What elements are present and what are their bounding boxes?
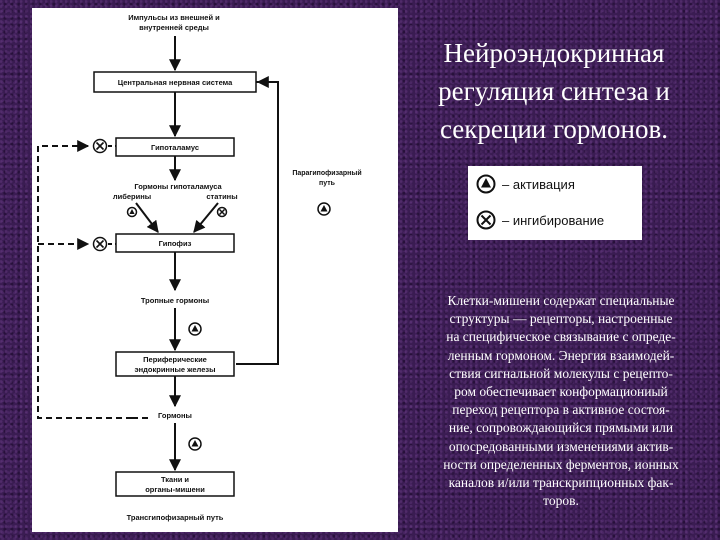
arrow-statins-pituitary bbox=[193, 202, 219, 233]
legend-inhibition-label: – ингибирование bbox=[502, 212, 605, 228]
body-line: ние, сопровождающийся прямыми или bbox=[448, 420, 674, 436]
diagram-panel: Импульсы из внешней и внутренней среды Ц… bbox=[32, 8, 398, 532]
body-line: на специфическое связывание с опреде- bbox=[446, 329, 676, 345]
statins-label: статины bbox=[206, 192, 237, 201]
legend: – активация – ингибирование bbox=[468, 166, 642, 240]
title-line-1: Нейроэндокринная bbox=[443, 38, 665, 68]
body-line: каналов и/или транскрипционных фак- bbox=[448, 475, 674, 491]
cns-label: Центральная нервная система bbox=[118, 78, 233, 87]
peripheral-glands-box bbox=[115, 351, 235, 377]
regulation-diagram: Импульсы из внешней и внутренней среды Ц… bbox=[37, 13, 362, 522]
body-line: ности определенных ферментов, ионных bbox=[443, 456, 679, 472]
parapituitary-activation-icon bbox=[317, 202, 331, 216]
tropic-activation-icon bbox=[188, 322, 202, 336]
feedback-dashed-to-hypothalamus bbox=[37, 140, 132, 419]
parapituitary-label-line-1: Парагипофизарный bbox=[292, 169, 361, 177]
hypothalamus-label: Гипоталамус bbox=[151, 143, 199, 152]
parapituitary-label-line-2: путь bbox=[319, 180, 336, 187]
body-line: торов. bbox=[543, 493, 579, 509]
hormones-activation-icon bbox=[188, 437, 202, 451]
title-line-3: секреции гормонов. bbox=[439, 114, 669, 144]
statin-inhibition-icon bbox=[216, 206, 228, 218]
arrow-liberins-pituitary bbox=[135, 202, 159, 233]
feedback-line-cns-right bbox=[236, 76, 279, 365]
body-line: ствия сигнальной молекулы с рецепто- bbox=[449, 365, 673, 381]
input-label-line-1: Импульсы из внешней и bbox=[128, 13, 220, 22]
body-line: ром обеспечивает конформациониый bbox=[454, 384, 668, 400]
tropic-hormones-label: Тропные гормоны bbox=[141, 296, 209, 305]
legend-inhibition: – ингибирование bbox=[476, 208, 604, 232]
hypothalamus-inhibition-icon bbox=[92, 138, 108, 154]
body-paragraph: Клетки-мишени содержат специальные струк… bbox=[418, 292, 704, 510]
peripheral-label-line-2: эндокринные железы bbox=[134, 365, 215, 374]
legend-activation-label: – активация bbox=[502, 176, 575, 192]
input-label-line-2: внутренней среды bbox=[139, 23, 209, 32]
pituitary-inhibition-icon bbox=[92, 236, 108, 252]
activation-icon bbox=[476, 174, 496, 194]
slide-title: Нейроэндокринная регуляция синтеза и сек… bbox=[404, 34, 704, 148]
peripheral-label-line-1: Периферические bbox=[143, 355, 207, 364]
targets-label-line-1: Ткани и bbox=[161, 475, 189, 484]
parapituitary-path-line bbox=[236, 76, 290, 368]
liberins-label: либерины bbox=[113, 192, 151, 201]
title-line-2: регуляция синтеза и bbox=[438, 76, 670, 106]
body-line: ленным гормоном. Энергия взаимодей- bbox=[447, 347, 675, 363]
body-line: структуры — рецепторы, настроенные bbox=[449, 311, 673, 327]
body-line: переход рецептора в активное состоя- bbox=[452, 402, 670, 418]
inhibition-icon bbox=[476, 210, 496, 230]
legend-activation: – активация bbox=[476, 172, 575, 196]
hypothalamus-hormones-label: Гормоны гипоталамуса bbox=[134, 182, 222, 191]
body-line: опосредованными изменениями актив- bbox=[448, 438, 674, 454]
hormones-label: Гормоны bbox=[158, 411, 192, 420]
liberin-activation-icon bbox=[126, 206, 138, 218]
transpituitary-label: Трансгипофизарный путь bbox=[127, 513, 224, 522]
targets-label-line-2: органы-мишени bbox=[145, 485, 205, 494]
pituitary-label: Гипофиз bbox=[159, 239, 192, 248]
body-line: Клетки-мишени содержат специальные bbox=[447, 293, 675, 308]
target-organs-box bbox=[115, 471, 235, 497]
